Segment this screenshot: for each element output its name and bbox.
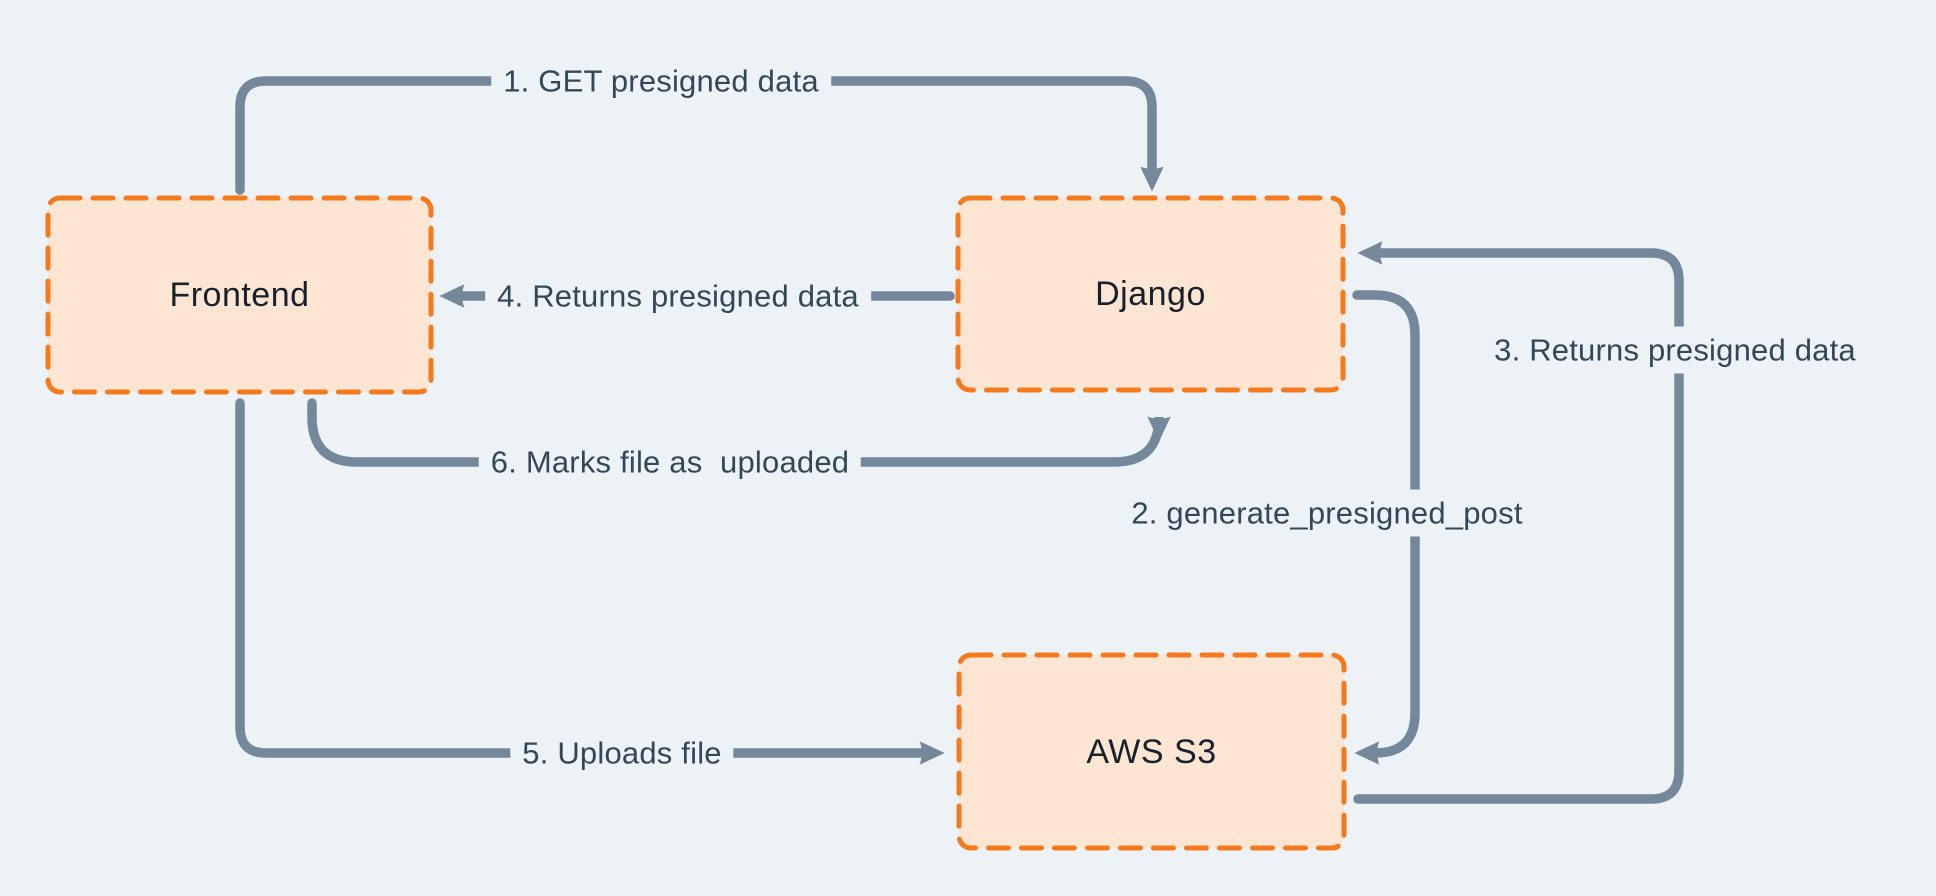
node-aws-s3 [956, 652, 1347, 851]
edge-5-connector [235, 398, 945, 765]
edge-2-connector [1352, 290, 1420, 765]
edge-6-connector [307, 398, 1171, 467]
nodes-layer [45, 195, 1347, 851]
node-django [955, 195, 1346, 393]
node-frontend [45, 195, 434, 395]
edge-3-connector [1353, 241, 1684, 804]
edge-1-connector [235, 76, 1164, 195]
